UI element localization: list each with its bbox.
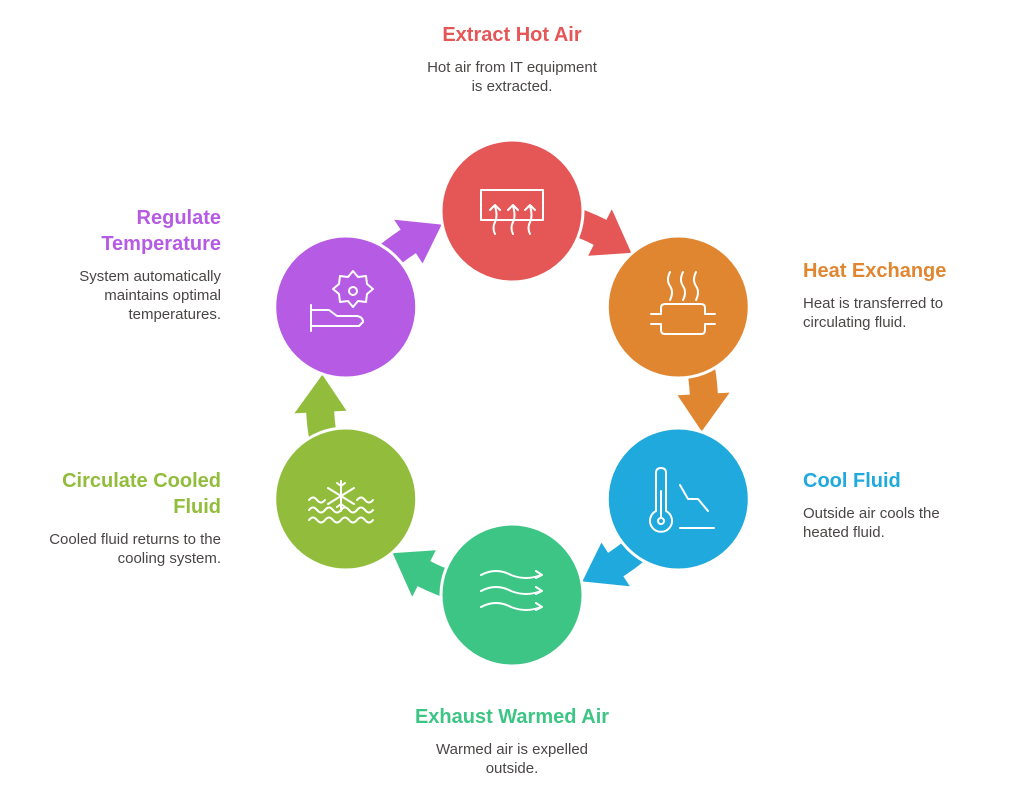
desc-line: Outside air cools the: [803, 505, 940, 522]
step-title: Extract Hot Air: [442, 24, 582, 46]
hand-gear-icon: [310, 270, 374, 332]
title-line: Temperature: [101, 233, 221, 255]
title-line: Circulate Cooled: [62, 470, 221, 492]
desc-line: Heat is transferred to: [803, 295, 944, 312]
desc-line: System automatically: [79, 268, 221, 285]
desc-line: temperatures.: [128, 306, 221, 323]
desc-line: heated fluid.: [803, 524, 885, 541]
desc-line: maintains optimal: [104, 287, 221, 304]
step-extract-hot-air: Extract Hot Air Hot air from IT equipmen…: [312, 22, 712, 96]
thermometer-graph-icon: [649, 467, 715, 533]
step-description: Warmed air is expelled outside.: [312, 740, 712, 778]
desc-line: Warmed air is expelled: [436, 741, 588, 758]
step-cool-fluid: Cool Fluid Outside air cools the heated f…: [803, 468, 1013, 542]
wind-icon: [480, 570, 543, 611]
step-circle: [605, 234, 751, 380]
desc-line: Hot air from IT equipment: [427, 59, 597, 76]
step-description: Outside air cools the heated fluid.: [803, 504, 1013, 542]
step-description: Cooled fluid returns to the cooling syste…: [11, 530, 221, 568]
desc-line: outside.: [485, 760, 539, 777]
step-circle: [273, 234, 419, 380]
step-circle: [439, 522, 585, 668]
step-description: Heat is transferred to circulating fluid.: [803, 294, 1013, 332]
title-line: Fluid: [173, 496, 221, 518]
heat-exchanger-icon: [650, 271, 716, 335]
step-exhaust-warmed-air: Exhaust Warmed Air Warmed air is expelle…: [312, 704, 712, 778]
desc-line: Cooled fluid returns to the: [49, 531, 221, 548]
snowflake-water-icon: [308, 480, 374, 524]
step-circle: [439, 138, 585, 284]
desc-line: cooling system.: [117, 550, 221, 567]
title-line: Regulate: [136, 207, 221, 229]
step-description: Hot air from IT equipment is extracted.: [312, 58, 712, 96]
step-heat-exchange: Heat Exchange Heat is transferred to circ…: [803, 258, 1013, 332]
step-title: Exhaust Warmed Air: [414, 706, 610, 728]
step-title: Cool Fluid: [803, 470, 901, 492]
step-description: System automatically maintains optimal tem…: [11, 267, 221, 324]
vent-hot-air-icon: [480, 189, 544, 235]
desc-line: is extracted.: [471, 78, 553, 95]
desc-line: circulating fluid.: [803, 314, 907, 331]
step-circle: [605, 426, 751, 572]
step-title: Heat Exchange: [803, 260, 947, 282]
